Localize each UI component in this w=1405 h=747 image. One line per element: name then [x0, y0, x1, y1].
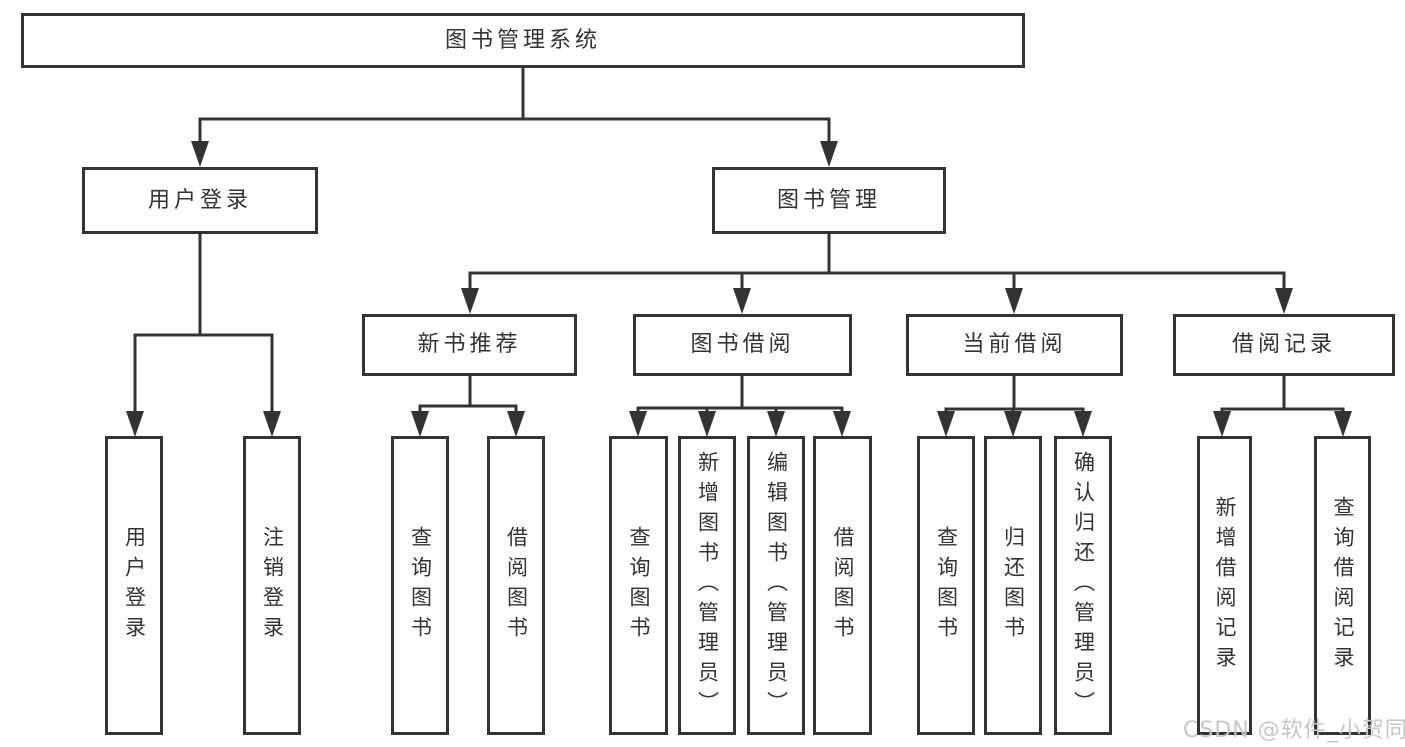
leaf-current-query-books: 查询图书 [917, 436, 975, 735]
leaf-borrow-add-books-admin: 新增图书（管理员） [678, 436, 736, 735]
leaf-records-query-record: 查询借阅记录 [1314, 436, 1371, 735]
node-new-book-recommend: 新书推荐 [362, 314, 577, 376]
csdn-watermark: CSDN @软件_小贺同学 [1183, 718, 1405, 743]
leaf-user-login: 用户登录 [105, 436, 163, 735]
leaf-borrow-query-books: 查询图书 [609, 436, 668, 735]
node-borrow-records: 借阅记录 [1173, 314, 1395, 376]
leaf-recommend-borrow-books: 借阅图书 [487, 436, 545, 735]
node-root: 图书管理系统 [21, 13, 1025, 68]
leaf-current-confirm-return-admin: 确认归还（管理员） [1054, 436, 1112, 735]
node-current-borrow: 当前借阅 [906, 314, 1123, 376]
node-book-management: 图书管理 [712, 167, 946, 234]
leaf-current-return-books: 归还图书 [984, 436, 1042, 735]
leaf-logout: 注销登录 [243, 436, 301, 735]
node-user-login: 用户登录 [82, 167, 318, 234]
leaf-records-add-record: 新增借阅记录 [1197, 436, 1252, 735]
leaf-borrow-borrow-books: 借阅图书 [813, 436, 872, 735]
leaf-borrow-edit-books-admin: 编辑图书（管理员） [747, 436, 805, 735]
leaf-recommend-query-books: 查询图书 [391, 436, 449, 735]
node-book-borrow: 图书借阅 [633, 314, 852, 376]
